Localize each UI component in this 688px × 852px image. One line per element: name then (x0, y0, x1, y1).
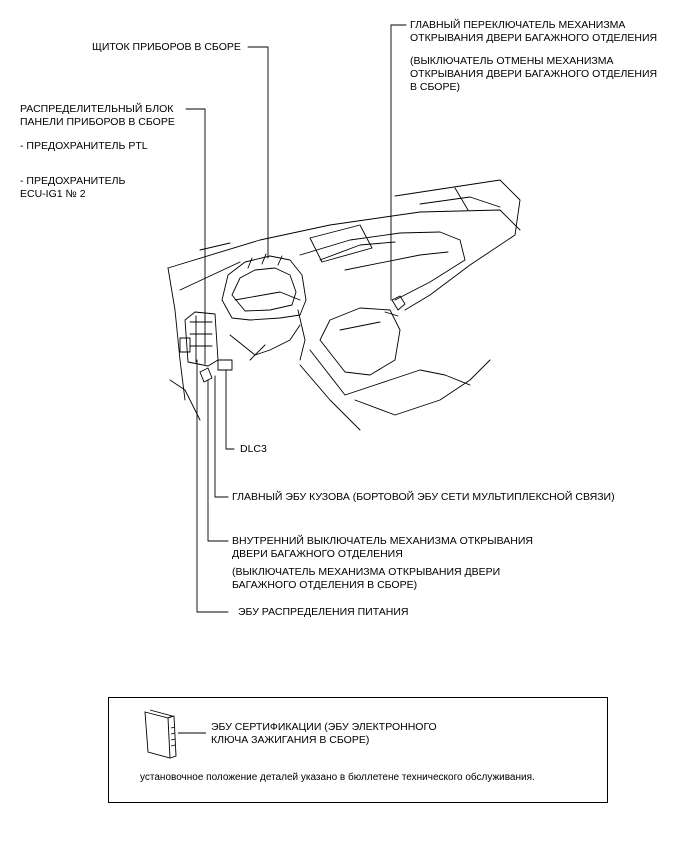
fuse-ptl-label: - ПРЕДОХРАНИТЕЛЬ PTL (20, 140, 148, 152)
label-line: ВНУТРЕННИЙ ВЫКЛЮЧАТЕЛЬ МЕХАНИЗМА ОТКРЫВА… (232, 535, 533, 547)
glovebox (299, 231, 466, 301)
leader-body-ecu (214, 375, 229, 498)
label-line: РАСПРЕДЕЛИТЕЛЬНЫЙ БЛОК (20, 103, 174, 115)
main-body-ecu-label: ГЛАВНЫЙ ЭБУ КУЗОВА (БОРТОВОЙ ЭБУ СЕТИ МУ… (232, 491, 615, 503)
label-line: - ПРЕДОХРАНИТЕЛЬ (20, 175, 126, 187)
note-text: установочное положение деталей указано в… (140, 772, 535, 783)
leader-inner-switch (207, 379, 229, 542)
label-line: В СБОРЕ) (410, 81, 460, 93)
lower-dash-left (167, 267, 186, 401)
label-line: ЭБУ СЕРТИФИКАЦИИ (ЭБУ ЭЛЕКТРОННОГО (211, 721, 437, 733)
label-line: КЛЮЧА ЗАЖИГАНИЯ В СБОРЕ) (211, 734, 370, 746)
main-body-ecu-shape (217, 359, 233, 371)
label-line: (ВЫКЛЮЧАТЕЛЬ ОТМЕНЫ МЕХАНИЗМА (410, 55, 614, 67)
instrument-cluster-label: ЩИТОК ПРИБОРОВ В СБОРЕ (92, 41, 241, 53)
trunk-main-switch-shape (391, 295, 406, 311)
dlc3-label: DLC3 (240, 443, 267, 455)
leader-junction (185, 108, 206, 321)
dash-right-top (394, 179, 521, 311)
label-line: БАГАЖНОГО ОТДЕЛЕНИЯ В СБОРЕ) (232, 579, 418, 591)
dash-upper-panel (179, 242, 241, 291)
leader-dlc3 (225, 369, 235, 450)
certification-ecu-box (108, 697, 608, 803)
instrument-cluster-shape (221, 255, 307, 321)
label-line: (ВЫКЛЮЧАТЕЛЬ МЕХАНИЗМА ОТКРЫВАНИЯ ДВЕРИ (232, 566, 501, 578)
inner-switch-shape (199, 367, 213, 383)
center-console (319, 307, 401, 376)
dash-top-outline (167, 209, 521, 269)
leader-trunk-main (390, 24, 407, 301)
power-dist-ecu-label: ЭБУ РАСПРЕДЕЛЕНИЯ ПИТАНИЯ (238, 606, 409, 618)
label-line: ОТКРЫВАНИЯ ДВЕРИ БАГАЖНОГО ОТДЕЛЕНИЯ (410, 32, 658, 44)
cert-ecu-icon (144, 709, 177, 759)
leader-power-ecu (196, 359, 229, 613)
trunk-main-switch-label: ГЛАВНЫЙ ПЕРЕКЛЮЧАТЕЛЬ МЕХАНИЗМА ОТКРЫВАН… (410, 19, 657, 45)
inner-switch-sub-label: (ВЫКЛЮЧАТЕЛЬ МЕХАНИЗМА ОТКРЫВАНИЯ ДВЕРИ … (232, 566, 500, 592)
label-line: ГЛАВНЫЙ ПЕРЕКЛЮЧАТЕЛЬ МЕХАНИЗМА (410, 19, 626, 31)
leader-instrument (247, 46, 269, 259)
trunk-cancel-switch-label: (ВЫКЛЮЧАТЕЛЬ ОТМЕНЫ МЕХАНИЗМА ОТКРЫВАНИЯ… (410, 55, 657, 94)
junction-block-label: РАСПРЕДЕЛИТЕЛЬНЫЙ БЛОК ПАНЕЛИ ПРИБОРОВ В… (20, 103, 175, 129)
label-line: ОТКРЫВАНИЯ ДВЕРИ БАГАЖНОГО ОТДЕЛЕНИЯ (410, 68, 658, 80)
fuse-ecu-label: - ПРЕДОХРАНИТЕЛЬ ECU-IG1 № 2 (20, 175, 125, 201)
label-line: ECU-IG1 № 2 (20, 188, 86, 200)
cert-ecu-label: ЭБУ СЕРТИФИКАЦИИ (ЭБУ ЭЛЕКТРОННОГО КЛЮЧА… (211, 721, 437, 747)
inner-switch-label: ВНУТРЕННИЙ ВЫКЛЮЧАТЕЛЬ МЕХАНИЗМА ОТКРЫВА… (232, 535, 533, 561)
label-line: ДВЕРИ БАГАЖНОГО ОТДЕЛЕНИЯ (232, 548, 403, 560)
label-line: ПАНЕЛИ ПРИБОРОВ В СБОРЕ (20, 116, 175, 128)
